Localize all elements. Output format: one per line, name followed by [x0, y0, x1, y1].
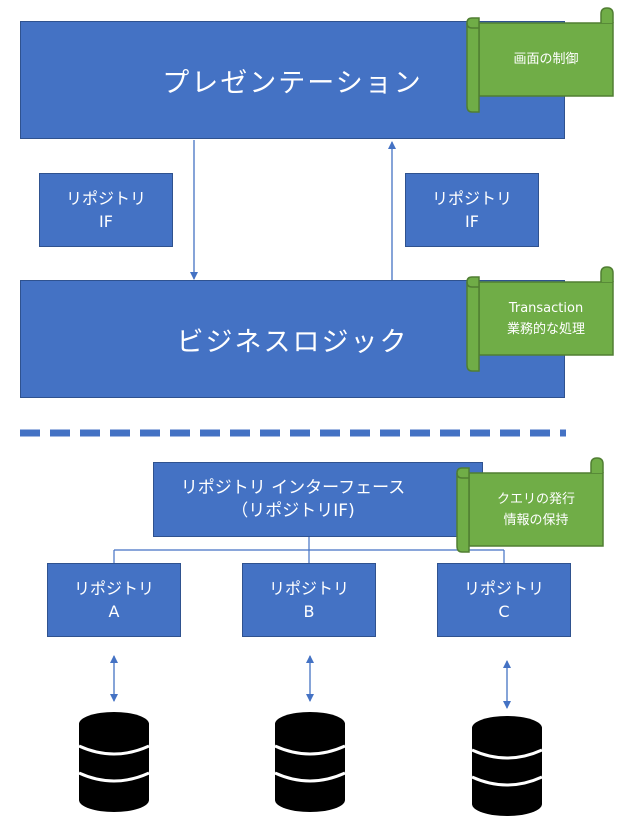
tree-lines: [113, 537, 505, 563]
business-note-line2: 業務的な処理: [506, 321, 585, 337]
database-icon: [77, 710, 151, 814]
repository-if-left-line1: リポジトリ: [65, 189, 146, 208]
business-note-line1: Transaction: [508, 300, 584, 316]
repository-a-line2: A: [108, 602, 120, 621]
scroll-icon: [456, 457, 604, 553]
repository-interface-note: クエリの発行 情報の保持: [469, 473, 603, 546]
database-icon: [470, 714, 544, 818]
repository-interface-box: リポジトリ インターフェース （リポジトリIF): [153, 462, 483, 537]
repository-if-left-line2: IF: [99, 212, 113, 231]
scroll-icon: [466, 266, 614, 372]
repository-interface-note-line1: クエリの発行: [496, 491, 575, 507]
repository-a-line1: リポジトリ: [73, 579, 154, 598]
repository-b-line2: B: [303, 602, 315, 621]
repository-interface-line2: （リポジトリIF): [231, 500, 355, 521]
repository-if-right: リポジトリ IF: [405, 173, 539, 247]
repository-interface-line1: リポジトリ インターフェース: [180, 477, 406, 498]
repository-c-box: リポジトリ C: [437, 563, 571, 637]
database-icon: [273, 710, 347, 814]
scroll-icon: [466, 7, 614, 113]
repository-b-box: リポジトリ B: [242, 563, 376, 637]
repository-if-left: リポジトリ IF: [39, 173, 173, 247]
repository-if-right-line2: IF: [465, 212, 479, 231]
presentation-label: プレゼンテーション: [162, 67, 423, 99]
repository-c-line2: C: [498, 602, 510, 621]
presentation-note-text: 画面の制御: [513, 52, 579, 67]
repository-b-line1: リポジトリ: [268, 579, 349, 598]
repository-interface-note-line2: 情報の保持: [503, 512, 569, 528]
repository-a-box: リポジトリ A: [47, 563, 181, 637]
business-logic-label: ビジネスロジック: [176, 326, 409, 358]
presentation-note: 画面の制御: [479, 23, 613, 96]
repository-if-right-line1: リポジトリ: [431, 189, 512, 208]
business-note: Transaction 業務的な処理: [479, 282, 613, 355]
repository-c-line1: リポジトリ: [463, 579, 544, 598]
